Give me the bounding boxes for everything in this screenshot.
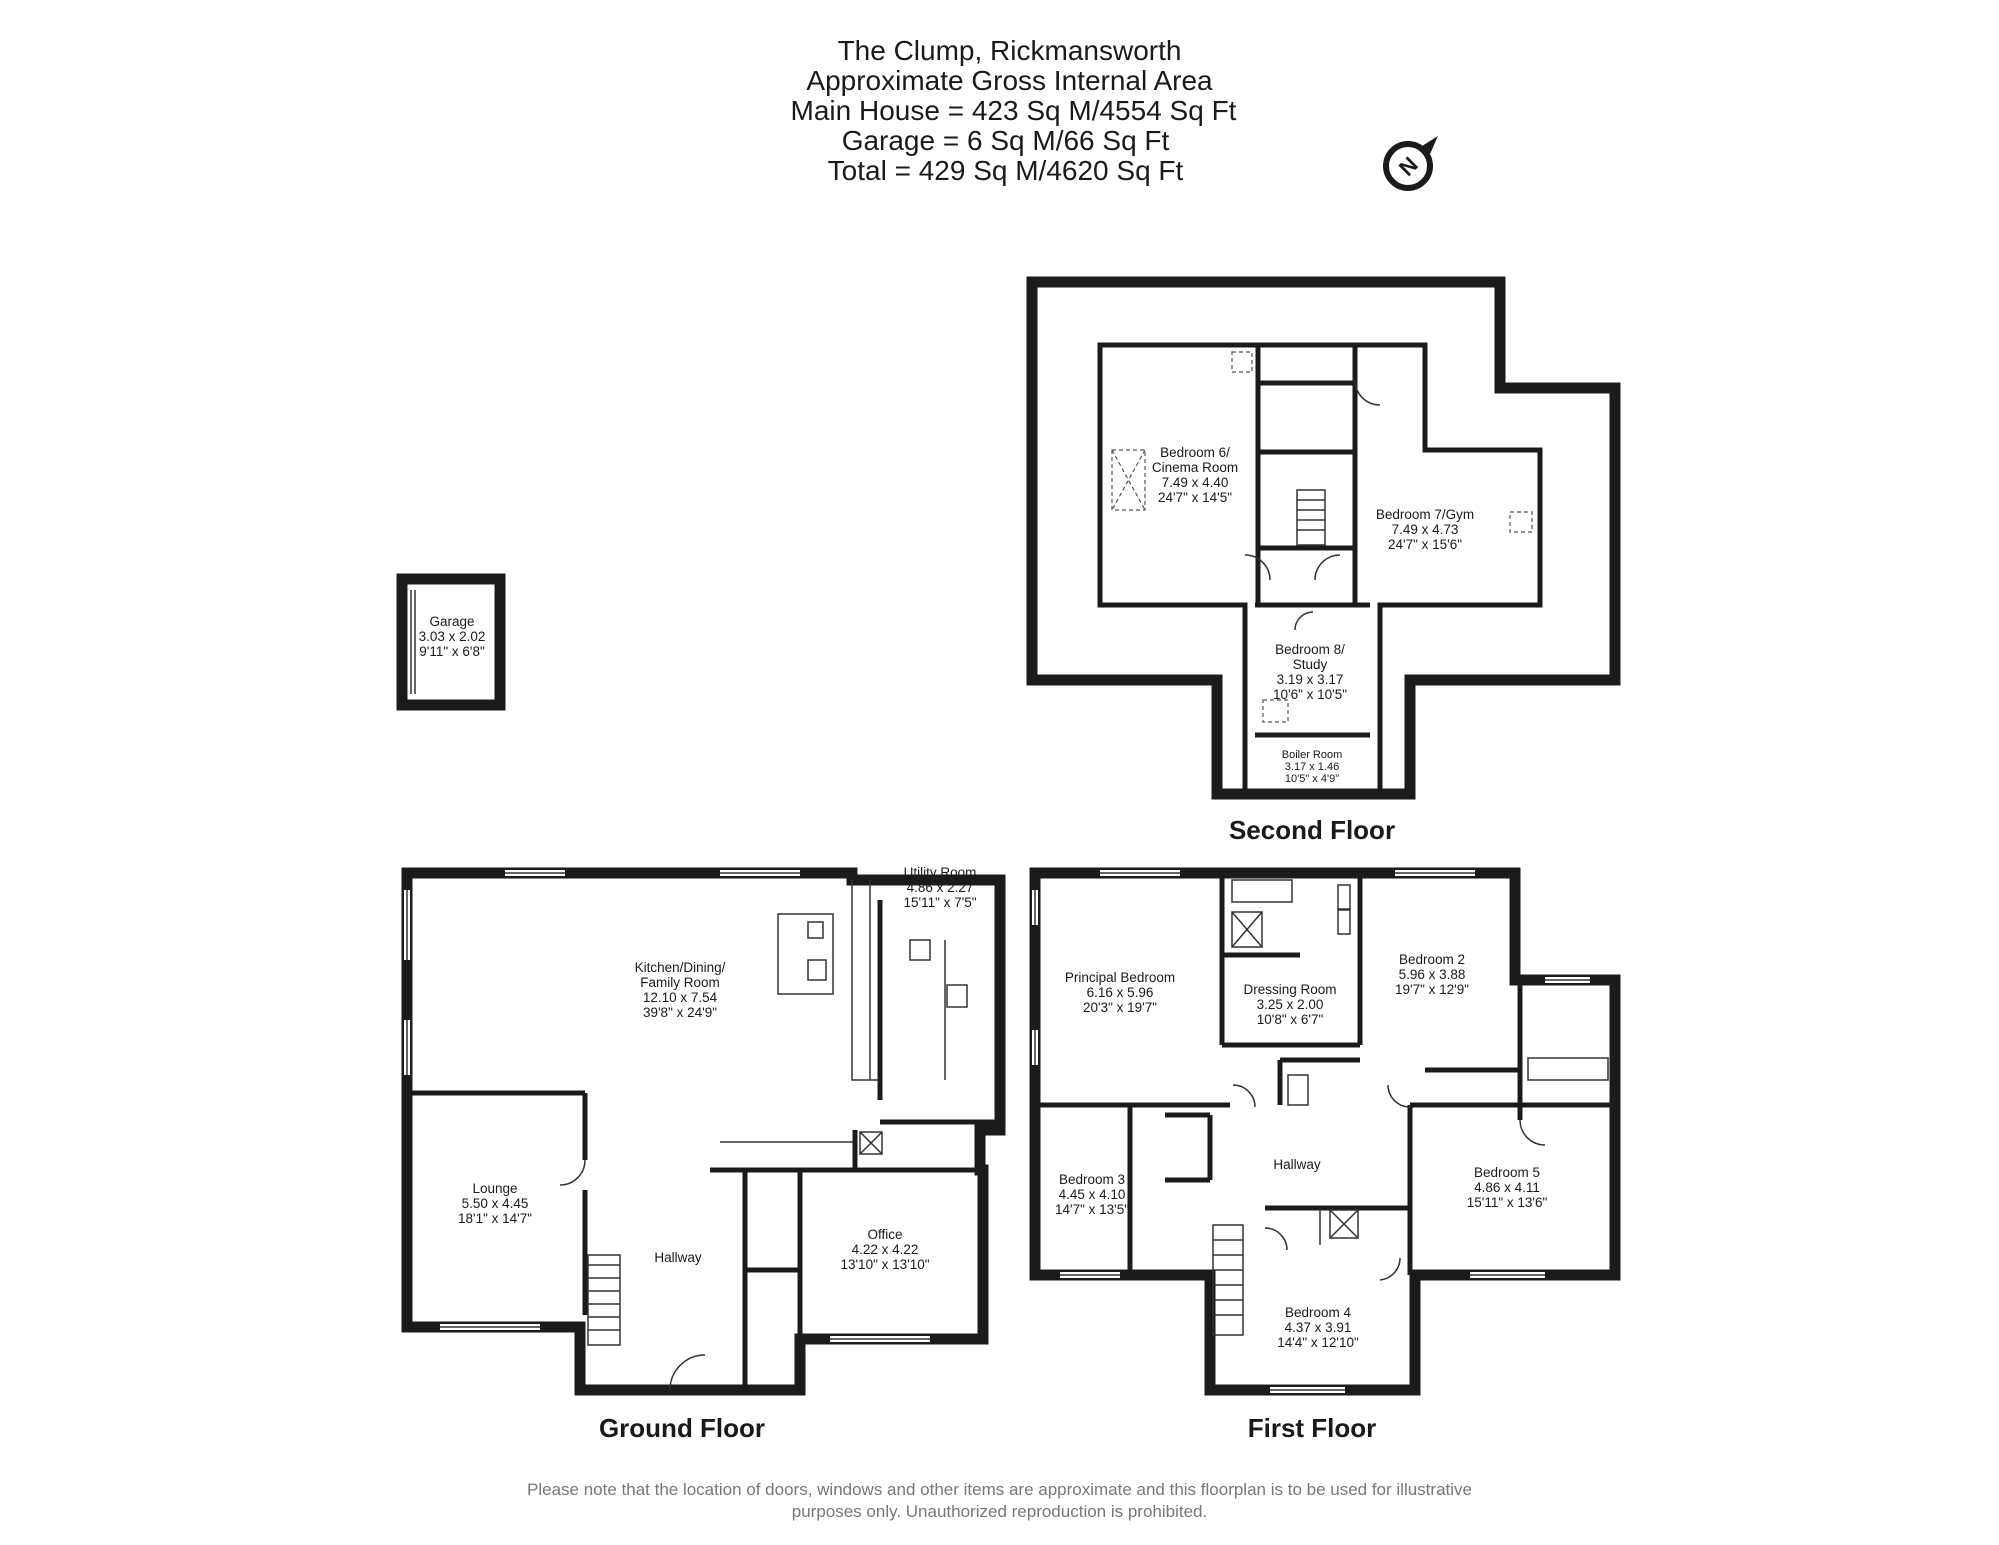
room-name: Lounge (472, 1181, 518, 1196)
room-boiler: Boiler Room 3.17 x 1.46 10'5" x 4'9" (1282, 749, 1343, 785)
disclaimer-line-1: Please note that the location of doors, … (527, 1480, 1472, 1499)
room-imperial: 19'7" x 12'9" (1394, 982, 1470, 997)
room-name: Bedroom 7/Gym (1375, 507, 1475, 522)
room-kitchen: Kitchen/Dining/ Family Room 12.10 x 7.54… (635, 960, 726, 1020)
room-metric: 3.03 x 2.02 (418, 629, 486, 644)
room-name: Office (867, 1227, 903, 1242)
room-name: Bedroom 5 (1473, 1165, 1541, 1180)
room-name: Bedroom 8/ (1275, 642, 1345, 657)
total-area: Total = 429 Sq M/4620 Sq Ft (827, 155, 1184, 186)
room-hallway-first: Hallway (1273, 1157, 1320, 1172)
room-name: Garage (429, 614, 475, 629)
garage-area: Garage = 6 Sq M/66 Sq Ft (841, 125, 1170, 156)
room-name-2: Study (1292, 657, 1328, 672)
room-imperial: 15'11" x 7'5" (903, 895, 977, 910)
room-metric: 5.96 x 3.88 (1398, 967, 1466, 982)
room-utility: Utility Room 4.86 x 2.27 15'11" x 7'5" (903, 865, 976, 910)
floor-label-first: First Floor (1247, 1413, 1377, 1443)
room-metric: 5.50 x 4.45 (461, 1196, 529, 1211)
second-floor-outline (1026, 276, 1621, 800)
room-dressing: Dressing Room 3.25 x 2.00 10'8" x 6'7" (1243, 982, 1336, 1027)
room-name: Utility Room (903, 865, 977, 880)
room-name: Hallway (654, 1250, 702, 1265)
room-metric: 7.49 x 4.73 (1391, 522, 1459, 537)
room-bedroom8: Bedroom 8/ Study 3.19 x 3.17 10'6" x 10'… (1273, 642, 1347, 702)
floor-label-ground: Ground Floor (598, 1413, 766, 1443)
room-imperial: 10'5" x 4'9" (1284, 773, 1340, 785)
room-imperial: 39'8" x 24'9" (642, 1005, 718, 1020)
plan-header: The Clump, Rickmansworth Approximate Gro… (0, 36, 1999, 186)
ground-floor-outline (401, 867, 1006, 1396)
first-floor-outline (1029, 867, 1621, 1396)
room-bedroom2: Bedroom 2 5.96 x 3.88 19'7" x 12'9" (1395, 952, 1469, 997)
room-imperial: 13'10" x 13'10" (840, 1257, 930, 1272)
main-house-area: Main House = 423 Sq M/4554 Sq Ft (790, 95, 1237, 126)
room-metric: 3.19 x 3.17 (1276, 672, 1344, 687)
room-metric: 3.17 x 1.46 (1284, 761, 1340, 773)
room-name: Principal Bedroom (1064, 970, 1176, 985)
property-title: The Clump, Rickmansworth (837, 35, 1182, 66)
room-name: Bedroom 2 (1398, 952, 1466, 967)
room-imperial: 18'1" x 14'7" (457, 1211, 533, 1226)
room-imperial: 15'11" x 13'6" (1466, 1195, 1548, 1210)
room-name: Kitchen/Dining/ (634, 960, 726, 975)
room-imperial: 10'6" x 10'5" (1272, 687, 1348, 702)
area-subtitle: Approximate Gross Internal Area (806, 65, 1213, 96)
room-metric: 7.49 x 4.40 (1161, 475, 1229, 490)
room-principal-bedroom: Principal Bedroom 6.16 x 5.96 20'3" x 19… (1065, 970, 1175, 1015)
room-name: Bedroom 6/ (1160, 445, 1230, 460)
room-name-2: Cinema Room (1151, 460, 1239, 475)
room-bedroom4: Bedroom 4 4.37 x 3.91 14'4" x 12'10" (1277, 1305, 1359, 1350)
room-name: Bedroom 4 (1284, 1305, 1352, 1320)
room-imperial: 24'7" x 14'5" (1157, 490, 1233, 505)
room-imperial: 10'8" x 6'7" (1256, 1012, 1324, 1027)
room-name: Dressing Room (1243, 982, 1337, 997)
room-lounge: Lounge 5.50 x 4.45 18'1" x 14'7" (458, 1181, 532, 1226)
room-imperial: 20'3" x 19'7" (1082, 1000, 1158, 1015)
room-metric: 4.86 x 4.11 (1474, 1180, 1540, 1195)
room-bedroom5: Bedroom 5 4.86 x 4.11 15'11" x 13'6" (1467, 1165, 1548, 1210)
room-name-2: Family Room (640, 975, 720, 990)
room-imperial: 14'4" x 12'10" (1277, 1335, 1359, 1350)
disclaimer-line-2: purposes only. Unauthorized reproduction… (791, 1502, 1208, 1521)
room-metric: 3.25 x 2.00 (1256, 997, 1324, 1012)
room-imperial: 24'7" x 15'6" (1387, 537, 1463, 552)
room-imperial: 14'7" x 13'5" (1054, 1202, 1130, 1217)
room-metric: 4.22 x 4.22 (851, 1242, 919, 1257)
room-hallway-ground: Hallway (654, 1250, 701, 1265)
room-name: Boiler Room (1281, 749, 1343, 761)
room-bedroom3: Bedroom 3 4.45 x 4.10 14'7" x 13'5" (1055, 1172, 1129, 1217)
room-bedroom6: Bedroom 6/ Cinema Room 7.49 x 4.40 24'7"… (1152, 445, 1238, 505)
room-bedroom7: Bedroom 7/Gym 7.49 x 4.73 24'7" x 15'6" (1376, 507, 1474, 552)
north-arrow-icon: N (1378, 132, 1442, 196)
room-garage: Garage 3.03 x 2.02 9'11" x 6'8" (419, 614, 486, 659)
room-metric: 6.16 x 5.96 (1086, 985, 1154, 1000)
room-metric: 4.86 x 2.27 (906, 880, 974, 895)
disclaimer: Please note that the location of doors, … (0, 1479, 1999, 1523)
room-metric: 4.45 x 4.10 (1058, 1187, 1126, 1202)
floor-label-second: Second Floor (1228, 815, 1396, 845)
room-metric: 12.10 x 7.54 (642, 990, 718, 1005)
room-name: Bedroom 3 (1058, 1172, 1126, 1187)
room-name: Hallway (1273, 1157, 1321, 1172)
room-imperial: 9'11" x 6'8" (419, 644, 485, 659)
room-office: Office 4.22 x 4.22 13'10" x 13'10" (840, 1227, 929, 1272)
garage-outline (396, 573, 506, 711)
room-metric: 4.37 x 3.91 (1284, 1320, 1352, 1335)
